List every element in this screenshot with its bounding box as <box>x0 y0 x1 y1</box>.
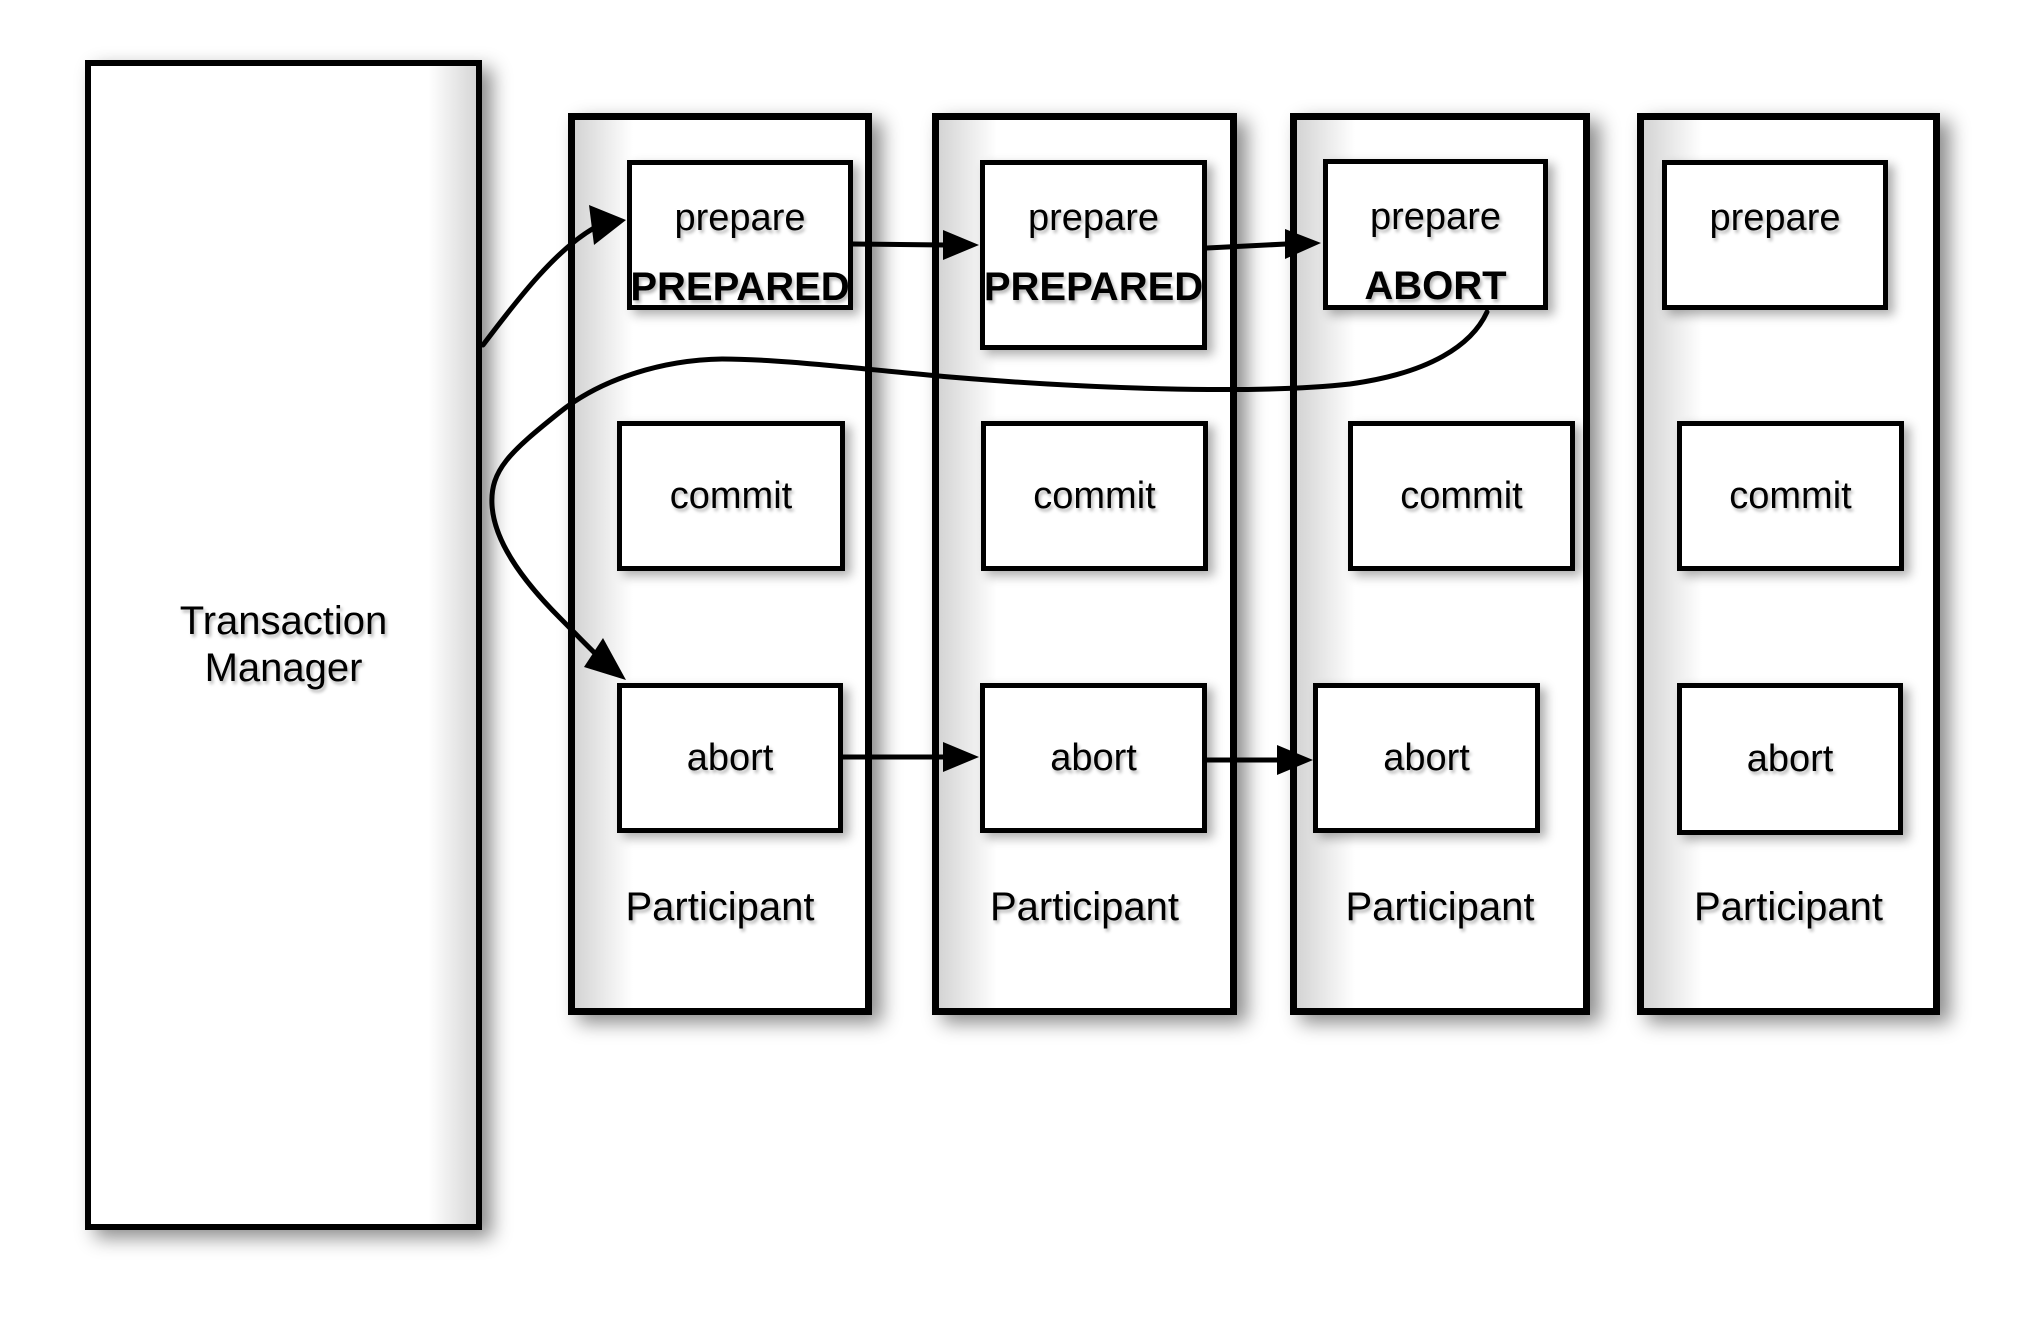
commit-label: commit <box>1729 474 1852 517</box>
state-label-prepared: PREPARED <box>630 264 850 309</box>
prepare-label: prepare <box>1370 195 1501 238</box>
abort-box-p4: abort <box>1677 683 1903 835</box>
prepare-label: prepare <box>1709 196 1841 239</box>
commit-box-p4: commit <box>1677 421 1904 571</box>
commit-box-p2: commit <box>981 421 1208 571</box>
participant-label: Participant <box>1694 885 1883 929</box>
abort-label: abort <box>1746 737 1834 780</box>
commit-box-p3: commit <box>1348 421 1575 571</box>
participant-label: Participant <box>1345 885 1535 929</box>
transaction-manager-label: Transaction Manager <box>180 598 388 692</box>
prepare-label: prepare <box>674 196 806 239</box>
commit-box-p1: commit <box>617 421 845 571</box>
participant-label: Participant <box>625 885 815 929</box>
transaction-manager-box: Transaction Manager <box>85 60 482 1230</box>
state-label-prepared: PREPARED <box>983 264 1204 309</box>
prepare-box-p4: prepare <box>1662 160 1888 310</box>
abort-box-p1: abort <box>617 683 843 833</box>
abort-box-p2: abort <box>980 683 1207 833</box>
prepare-label: prepare <box>1028 196 1159 239</box>
abort-label: abort <box>1050 736 1137 779</box>
commit-label: commit <box>669 474 793 517</box>
abort-label: abort <box>686 736 774 779</box>
abort-label: abort <box>1383 736 1470 779</box>
prepare-box-p2: prepare PREPARED <box>980 160 1207 350</box>
participant-label: Participant <box>990 885 1179 929</box>
prepare-box-p3: prepare ABORT <box>1323 159 1548 310</box>
prepare-box-p1: prepare PREPARED <box>627 160 853 310</box>
transaction-manager-label-line2: Manager <box>204 646 363 690</box>
abort-box-p3: abort <box>1313 683 1540 833</box>
commit-label: commit <box>1033 474 1156 517</box>
state-label-abort: ABORT <box>1364 263 1507 308</box>
state-label-empty <box>1657 264 1893 310</box>
commit-label: commit <box>1400 474 1523 517</box>
transaction-manager-label-line1: Transaction <box>179 599 388 643</box>
